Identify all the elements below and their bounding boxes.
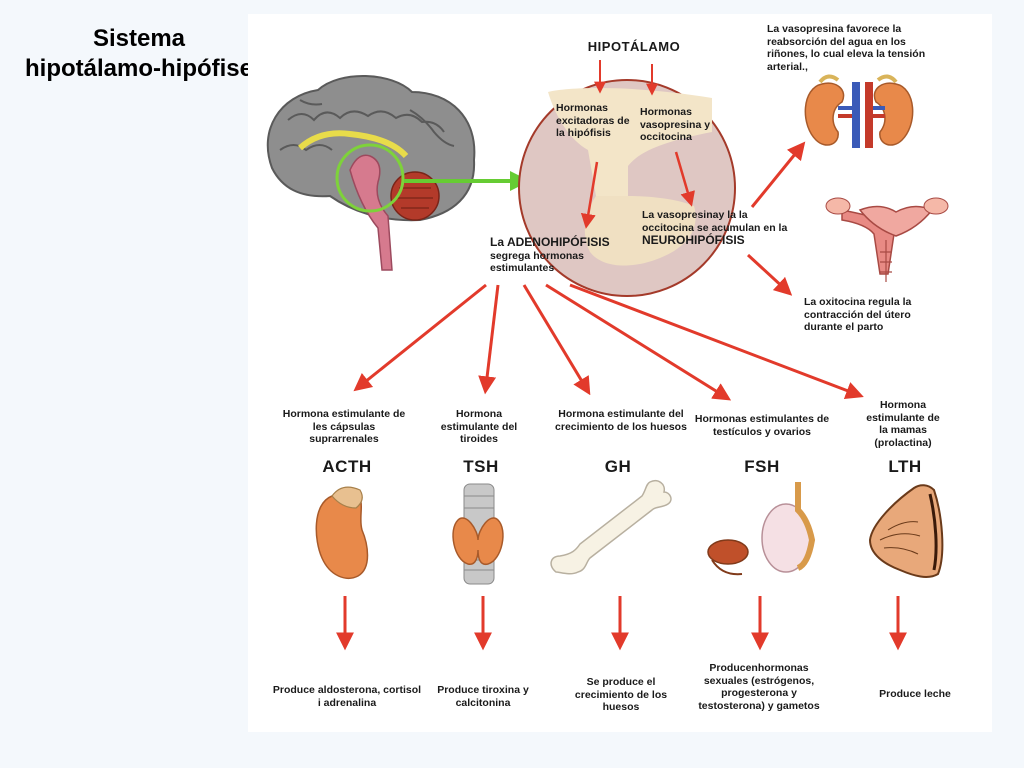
acth-desc: Hormona estimulante de les cápsulas supr…: [282, 408, 406, 445]
vasopressin-effect-label: La vasopresina favorece la reabsorción d…: [767, 23, 926, 73]
gonads-icon: [707, 482, 816, 576]
lth-desc: Hormona estimulante de la mamas (prolact…: [866, 399, 940, 449]
gh-result: Se produce el crecimiento de los huesos: [574, 676, 668, 713]
adeno-prefix: La: [490, 235, 505, 249]
page-title: Sistema hipotálamo-hipófise: [8, 24, 270, 84]
arrow-to-acth: [353, 283, 487, 392]
adrenal-gland-icon: [315, 486, 369, 579]
fsh-desc: Hormonas estimulantes de testículos y ov…: [694, 413, 830, 438]
neurohypophysis-label: La vasopresinay la la occitocina se acum…: [642, 209, 802, 248]
fsh-code: FSH: [744, 457, 780, 476]
tsh-code: TSH: [463, 457, 499, 476]
neuro-accum-text: La vasopresinay la la occitocina se acum…: [642, 209, 788, 234]
title-line-2: hipotálamo-hipófise: [25, 55, 253, 82]
adeno-desc: segrega hormonas estimulantes: [490, 249, 584, 275]
hypothalamus-label: HIPOTÁLAMO: [587, 39, 681, 54]
tsh-result: Produce tiroxina y calcitonina: [437, 684, 529, 709]
pituitary-zoom-circle: [518, 79, 736, 297]
acth-result: Produce aldosterona, cortisol i adrenali…: [272, 684, 422, 709]
tsh-desc: Hormona estimulante del tiroides: [440, 408, 518, 445]
adenohypophysis-label: La ADENOHIPÓFISIS segrega hormonas estim…: [490, 236, 640, 275]
arrow-to-oxitocin: [746, 253, 793, 296]
oxytocin-effect-label: La oxitocina regula la contracción del ú…: [804, 296, 912, 333]
arrow-to-lth: [569, 283, 864, 399]
excitatory-hormones-label: Hormonas excitadoras de la hipófisis: [556, 102, 630, 139]
bone-icon: [550, 480, 672, 575]
arrow-to-fsh: [545, 283, 732, 401]
adeno-name: ADENOHIPÓFISIS: [506, 235, 610, 249]
inner-arrow-2: [674, 151, 695, 207]
title-line-1: Sistema: [92, 25, 186, 52]
uterus-icon: [825, 197, 949, 282]
arrow-to-kidneys: [750, 141, 806, 208]
fsh-result: Producenhormonas sexuales (estrógenos, p…: [698, 662, 820, 712]
acth-code: ACTH: [322, 457, 372, 476]
inner-arrow-1: [580, 161, 599, 229]
brain-icon: [266, 74, 476, 271]
breast-icon: [868, 484, 944, 578]
gh-desc: Hormona estimulante del crecimiento de l…: [555, 408, 687, 433]
arrow-to-tsh: [478, 284, 500, 395]
arrow-to-gh: [522, 284, 591, 396]
lth-result: Produce leche: [879, 688, 951, 700]
lth-code: LTH: [888, 457, 922, 476]
kidneys-icon: [804, 74, 914, 148]
gh-code: GH: [604, 457, 632, 476]
neurohypophysis-name: NEUROHIPÓFISIS: [642, 233, 745, 247]
vasopressin-hormones-label: Hormonas vasopresina y occitocina: [640, 106, 711, 143]
thyroid-icon: [452, 483, 504, 585]
